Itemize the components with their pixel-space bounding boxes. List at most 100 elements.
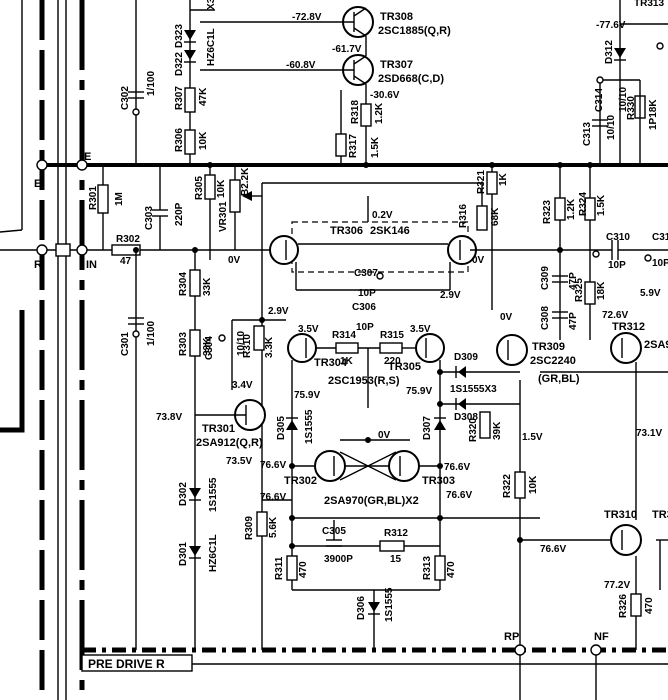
c305-ref: C305 (322, 526, 346, 537)
r314-value: 1K (340, 356, 354, 367)
label-rp: RP (504, 631, 519, 643)
r303-ref: R303 (178, 332, 189, 356)
r318-ref: R318 (350, 100, 361, 124)
r301-value: 1M (114, 192, 125, 206)
tr301-ref: TR301 (202, 423, 235, 435)
r309-ref: R309 (244, 516, 255, 540)
v-tr302-e: 76.6V (260, 460, 286, 471)
r326-ref: R326 (618, 594, 629, 618)
r301-ref: R301 (88, 186, 99, 210)
c309-ref: C309 (540, 266, 551, 290)
tr304-ref: TR304 (314, 357, 348, 369)
d323-ref: D323 (174, 24, 185, 48)
v-tr301-c: 73.8V (156, 412, 182, 423)
tr302-ref: TR302 (284, 475, 317, 487)
r309-value: 5.6K (268, 516, 279, 538)
tr307-part: 2SD668(C,D) (378, 73, 444, 85)
r326-value: 470 (644, 597, 655, 614)
r316-ref: R316 (458, 204, 469, 228)
d307-ref: D307 (422, 416, 433, 440)
v-d305: 75.9V (294, 390, 320, 401)
tr310-ref: TR310 (604, 509, 637, 521)
c302-value: 1/100 (146, 71, 157, 96)
c306-value: 10P (356, 322, 374, 333)
tr309-grade: (GR,BL) (538, 373, 580, 385)
r302-ref: R302 (116, 234, 140, 245)
d305-part: 1S1555 (304, 409, 315, 444)
label-nf: NF (594, 631, 609, 643)
r313-value: 470 (446, 561, 457, 578)
v-tr303-e: 76.6V (444, 462, 470, 473)
tr312: TR312 2SA9 (610, 321, 668, 364)
v-top-right: -77.6V (596, 20, 626, 31)
tr313-ref: TR313 (652, 509, 668, 521)
v-tr307-e: -30.6V (370, 90, 400, 101)
c310-value: 10P (608, 260, 626, 271)
node-r (36, 244, 48, 256)
r311-ref: R311 (274, 556, 285, 580)
tr313-top: TR313 (634, 0, 664, 9)
v-tr310: 76.6V (540, 544, 566, 555)
c304-value: 10/10 (236, 331, 247, 356)
c303-ref: C303 (144, 206, 155, 230)
tr310: TR310 TR313 (604, 509, 668, 556)
tr301: TR301 2SA912(Q,R) (195, 399, 266, 449)
r305-ref: R305 (194, 176, 205, 200)
c304-ref: C304 (204, 336, 215, 360)
label-e-left: E (34, 178, 41, 190)
tr307: TR307 2SD668(C,D) (328, 54, 444, 86)
c314-value: 10/10 (618, 87, 629, 112)
vr301-ref: VR301 (218, 201, 229, 232)
node-in (76, 244, 88, 256)
c301-value: 1/100 (146, 321, 157, 346)
r307-ref: R307 (174, 86, 185, 110)
tr301-part: 2SA912(Q,R) (196, 437, 263, 449)
vr301-value: B2.2K (240, 167, 251, 196)
c313-ref: C313 (582, 122, 593, 146)
tr304: 3.5V TR304 (287, 324, 348, 369)
c311-ref: C31 (652, 232, 668, 243)
node-e-left (36, 159, 48, 171)
tr308: TR308 2SC1885(Q,R) (330, 6, 451, 38)
d322-part: HZ6C1L (206, 28, 217, 66)
c301-ref: C301 (120, 332, 131, 356)
r312-value: 15 (390, 554, 402, 565)
c309-value: 47P (568, 272, 579, 290)
c302-ref: C302 (120, 86, 131, 110)
tr308-part: 2SC1885(Q,R) (378, 25, 451, 37)
v-fet-right: 0V (472, 255, 485, 266)
r306-ref: R306 (174, 128, 185, 152)
tr309-part: 2SC2240 (530, 355, 576, 367)
d309-ref: D309 (454, 352, 478, 363)
d306-ref: D306 (356, 596, 367, 620)
c306-ref: C306 (352, 302, 376, 313)
r302-value: 47 (120, 256, 132, 267)
r316-value: 68K (490, 207, 501, 226)
c303-value: 220P (174, 202, 185, 226)
tr312-ref: TR312 (612, 321, 645, 333)
label-in: IN (86, 259, 97, 271)
c314-ref: C314 (594, 88, 605, 112)
tr312-part: 2SA9 (644, 339, 668, 351)
v-right-low: 77.2V (604, 580, 630, 591)
r317-value: 1.5K (370, 136, 381, 158)
tr303-pair-part: 2SA970(GR,BL)X2 (324, 495, 419, 507)
r324-ref: R324 (578, 192, 589, 216)
r304-ref: R304 (178, 272, 189, 296)
r323-value: 1.2K (566, 198, 577, 220)
tr303-ref: TR303 (422, 475, 455, 487)
r324-value: 1.5K (596, 194, 607, 216)
v-r320: 1.5V (522, 432, 543, 443)
d322-ref: D322 (174, 52, 185, 76)
c310-ref: C310 (606, 232, 630, 243)
v-fet-left: 0V (228, 255, 241, 266)
r321-ref: R321 (476, 170, 487, 194)
r305-value: 10K (216, 179, 227, 198)
v-tr308-b: -61.7V (332, 44, 362, 55)
v-tr308-e: -72.8V (292, 12, 322, 23)
label-e-right: E (84, 151, 91, 163)
r310-ref: R310 (242, 334, 253, 358)
page-title: PRE DRIVE R (88, 657, 165, 671)
v-d308: 75.9V (406, 386, 432, 397)
r325-ref: R325 (574, 278, 585, 302)
